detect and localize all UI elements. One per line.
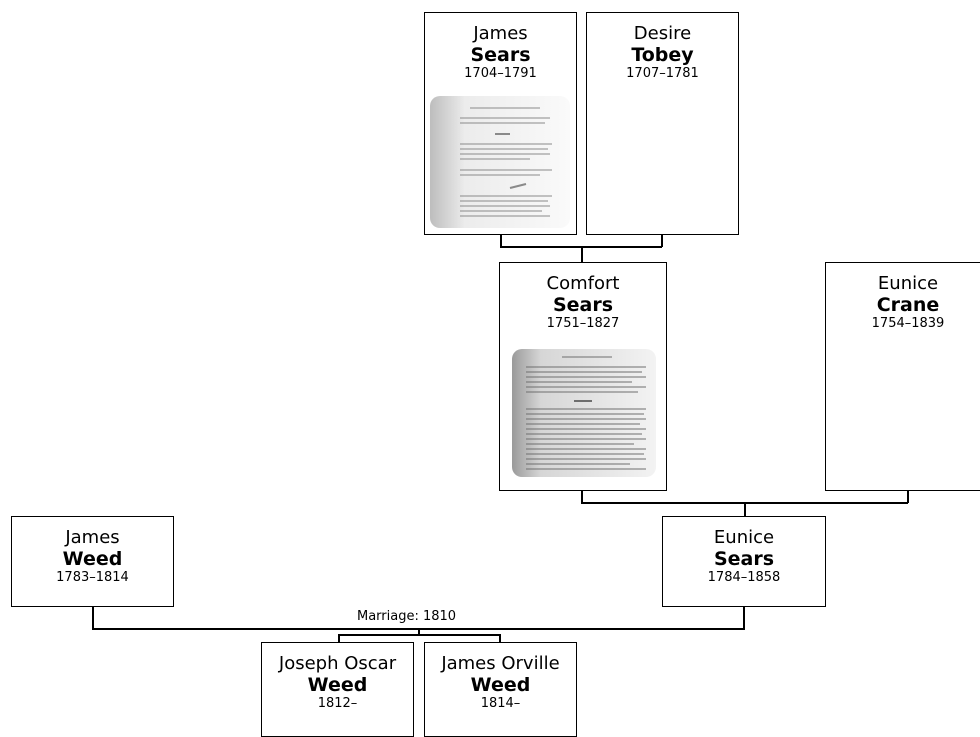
given-name: James	[65, 527, 120, 548]
life-dates: 1751–1827	[546, 316, 620, 331]
connector-line	[92, 607, 94, 629]
person-card-james-weed[interactable]: James Weed 1783–1814	[11, 516, 174, 607]
connector-line	[581, 491, 583, 503]
person-card-comfort-sears[interactable]: Comfort Sears 1751–1827	[499, 262, 667, 491]
surname: Tobey	[631, 44, 694, 66]
life-dates: 1812–	[317, 696, 358, 711]
life-dates: 1783–1814	[56, 570, 129, 585]
person-card-joseph-oscar-weed[interactable]: Joseph Oscar Weed 1812–	[261, 642, 414, 737]
person-card-desire-tobey[interactable]: Desire Tobey 1707–1781	[586, 12, 739, 235]
connector-line	[338, 634, 500, 636]
surname: Crane	[876, 294, 940, 316]
surname: Sears	[713, 548, 775, 570]
connector-line	[907, 491, 909, 503]
document-thumbnail[interactable]	[430, 96, 570, 228]
connector-line	[418, 628, 420, 635]
marriage-label: Marriage: 1810	[355, 609, 459, 624]
person-card-eunice-sears[interactable]: Eunice Sears 1784–1858	[662, 516, 826, 607]
surname: Weed	[470, 674, 531, 696]
given-name: Desire	[633, 23, 692, 44]
given-name: Comfort	[546, 273, 620, 294]
connector-line	[581, 246, 583, 262]
life-dates: 1707–1781	[626, 66, 699, 81]
life-dates: 1754–1839	[871, 316, 945, 331]
connector-line	[744, 502, 746, 516]
person-card-james-orville-weed[interactable]: James Orville Weed 1814–	[424, 642, 577, 737]
given-name: Eunice	[877, 273, 939, 294]
given-name: Eunice	[713, 527, 775, 548]
person-card-james-sears[interactable]: James Sears 1704–1791	[424, 12, 577, 235]
surname: Weed	[62, 548, 123, 570]
connector-line	[338, 634, 340, 642]
surname: Sears	[470, 44, 531, 66]
surname: Sears	[552, 294, 614, 316]
document-thumbnail[interactable]	[512, 349, 656, 477]
given-name: James	[473, 23, 528, 44]
life-dates: 1784–1858	[707, 570, 781, 585]
connector-line	[499, 634, 501, 642]
connector-line	[661, 235, 663, 247]
connector-line	[743, 607, 745, 629]
person-card-eunice-crane[interactable]: Eunice Crane 1754–1839	[825, 262, 980, 491]
given-name: James Orville	[441, 653, 560, 674]
given-name: Joseph Oscar	[278, 653, 397, 674]
surname: Weed	[307, 674, 368, 696]
life-dates: 1704–1791	[464, 66, 537, 81]
life-dates: 1814–	[480, 696, 521, 711]
connector-line	[500, 235, 502, 247]
